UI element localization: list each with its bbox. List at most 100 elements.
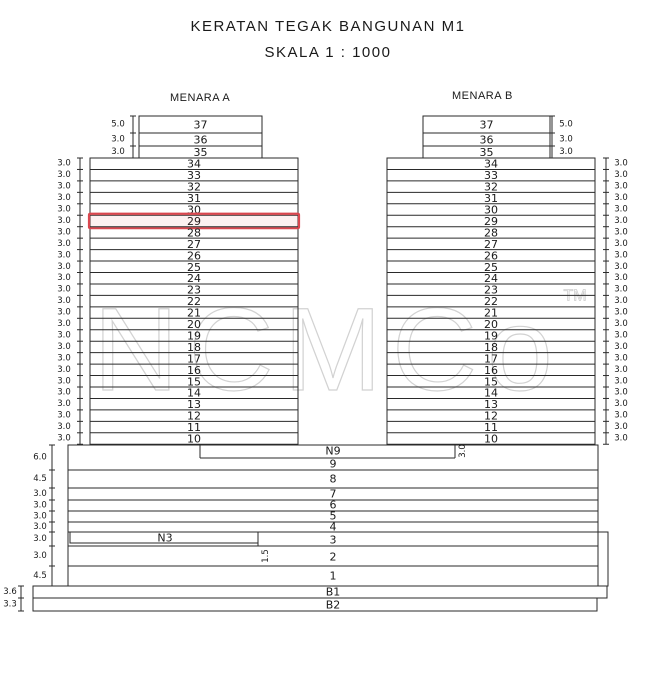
floor-label-13: 13 xyxy=(484,398,498,411)
floor-label-15: 15 xyxy=(484,375,498,388)
b-dim-13: 3.0 xyxy=(614,399,628,409)
a-dim-13: 3.0 xyxy=(57,399,71,409)
a-dim-29: 3.0 xyxy=(57,216,71,226)
floor-label-37: 37 xyxy=(480,119,494,132)
floor-label-7: 7 xyxy=(330,488,337,501)
floor-label-29: 29 xyxy=(187,215,201,228)
podium-dim-8: 4.5 xyxy=(33,474,47,484)
a-dim-30: 3.0 xyxy=(57,205,71,215)
a-dim-31: 3.0 xyxy=(57,193,71,203)
floor-label-33: 33 xyxy=(484,169,498,182)
b-dim-34: 3.0 xyxy=(614,159,628,169)
floor-label-26: 26 xyxy=(187,249,201,262)
floor-label-6: 6 xyxy=(330,499,337,512)
podium-dim-5: 3.0 xyxy=(33,512,47,522)
floor-label-34: 34 xyxy=(187,158,201,171)
b-dim-16: 3.0 xyxy=(614,365,628,375)
floor-label-16: 16 xyxy=(484,364,498,377)
tower-a: 3736353433323130292827262524232221201918… xyxy=(87,115,301,446)
floor-label-4: 4 xyxy=(330,521,337,534)
floor-label-26: 26 xyxy=(484,249,498,262)
podium-dim-1: 4.5 xyxy=(33,571,47,581)
floor-label-11: 11 xyxy=(187,421,201,434)
floor-label-31: 31 xyxy=(187,192,201,205)
floor-label-14: 14 xyxy=(187,387,201,400)
a-dim-20: 3.0 xyxy=(57,319,71,329)
floor-label-15: 15 xyxy=(187,375,201,388)
floor-b2 xyxy=(32,597,598,612)
floor-label-20: 20 xyxy=(187,318,201,331)
floor-label-35: 35 xyxy=(194,146,208,159)
floor-label-22: 22 xyxy=(484,295,498,308)
floor-label-12: 12 xyxy=(484,410,498,423)
floor-label-14: 14 xyxy=(484,387,498,400)
floor-label-10: 10 xyxy=(187,433,201,446)
tower-b: 3736353433323130292827262524232221201918… xyxy=(386,115,596,446)
b-dim-21: 3.0 xyxy=(614,308,628,318)
b-dim-14: 3.0 xyxy=(614,388,628,398)
watermark-mark: TM xyxy=(563,288,586,305)
floor-label-24: 24 xyxy=(187,272,201,285)
floor-label-19: 19 xyxy=(484,329,498,342)
watermark-text: NCMCo xyxy=(93,284,563,416)
basement-dim-b2: 3.3 xyxy=(3,600,17,610)
a-dim-17: 3.0 xyxy=(57,353,71,363)
tower-shaft xyxy=(386,157,596,445)
floor-label-8: 8 xyxy=(330,473,337,486)
drawing-scale: SKALA 1 : 1000 xyxy=(264,44,392,61)
a-crown-dim-37: 5.0 xyxy=(111,120,125,130)
b-dim-19: 3.0 xyxy=(614,330,628,340)
b-dim-15: 3.0 xyxy=(614,376,628,386)
podium-right-extension xyxy=(597,531,609,587)
a-dim-18: 3.0 xyxy=(57,342,71,352)
podium-dim-2: 3.0 xyxy=(33,551,47,561)
floor-label-25: 25 xyxy=(187,261,201,274)
floor-label-12: 12 xyxy=(187,410,201,423)
b-dim-30: 3.0 xyxy=(614,205,628,215)
b-dim-22: 3.0 xyxy=(614,296,628,306)
floor-label-17: 17 xyxy=(187,352,201,365)
b-dim-31: 3.0 xyxy=(614,193,628,203)
b-dim-33: 3.0 xyxy=(614,170,628,180)
a-dim-26: 3.0 xyxy=(57,250,71,260)
a-dim-27: 3.0 xyxy=(57,239,71,249)
podium-dim-6: 3.0 xyxy=(33,501,47,511)
floor-label-n9: N9 xyxy=(325,445,340,458)
floor-label-18: 18 xyxy=(484,341,498,354)
floor-label-33: 33 xyxy=(187,169,201,182)
b-dim-24: 3.0 xyxy=(614,273,628,283)
floor-label-32: 32 xyxy=(484,181,498,194)
podium-dim-4: 3.0 xyxy=(33,522,47,532)
a-dim-16: 3.0 xyxy=(57,365,71,375)
a-dim-21: 3.0 xyxy=(57,308,71,318)
floor-label-27: 27 xyxy=(187,238,201,251)
a-dim-28: 3.0 xyxy=(57,227,71,237)
b-dim-28: 3.0 xyxy=(614,227,628,237)
tower-b-label: MENARA B xyxy=(452,90,513,102)
tower-a-label: MENARA A xyxy=(170,92,231,104)
floor-label-31: 31 xyxy=(484,192,498,205)
a-dim-10: 3.0 xyxy=(57,434,71,444)
dimension-lines: 5.03.03.03.03.03.03.03.03.03.03.03.03.03… xyxy=(3,115,628,612)
floor-label-30: 30 xyxy=(484,204,498,217)
a-dim-19: 3.0 xyxy=(57,330,71,340)
floor-label-18: 18 xyxy=(187,341,201,354)
tower-shaft xyxy=(89,157,299,445)
floor-b1 xyxy=(32,585,608,599)
floor-label-17: 17 xyxy=(484,352,498,365)
floor-label-3: 3 xyxy=(330,534,337,547)
floor-label-24: 24 xyxy=(484,272,498,285)
floor-label-19: 19 xyxy=(187,329,201,342)
floor-label-2: 2 xyxy=(330,551,337,564)
podium-dim-N9: 6.0 xyxy=(33,453,47,463)
floor-label-21: 21 xyxy=(484,307,498,320)
highlight-floor-29 xyxy=(87,212,301,230)
a-dim-15: 3.0 xyxy=(57,376,71,386)
floor-label-B2: B2 xyxy=(326,599,341,612)
floor-label-B1: B1 xyxy=(326,586,341,599)
floor-label-n3: N3 xyxy=(157,532,172,545)
a-dim-25: 3.0 xyxy=(57,262,71,272)
a-dim-23: 3.0 xyxy=(57,285,71,295)
